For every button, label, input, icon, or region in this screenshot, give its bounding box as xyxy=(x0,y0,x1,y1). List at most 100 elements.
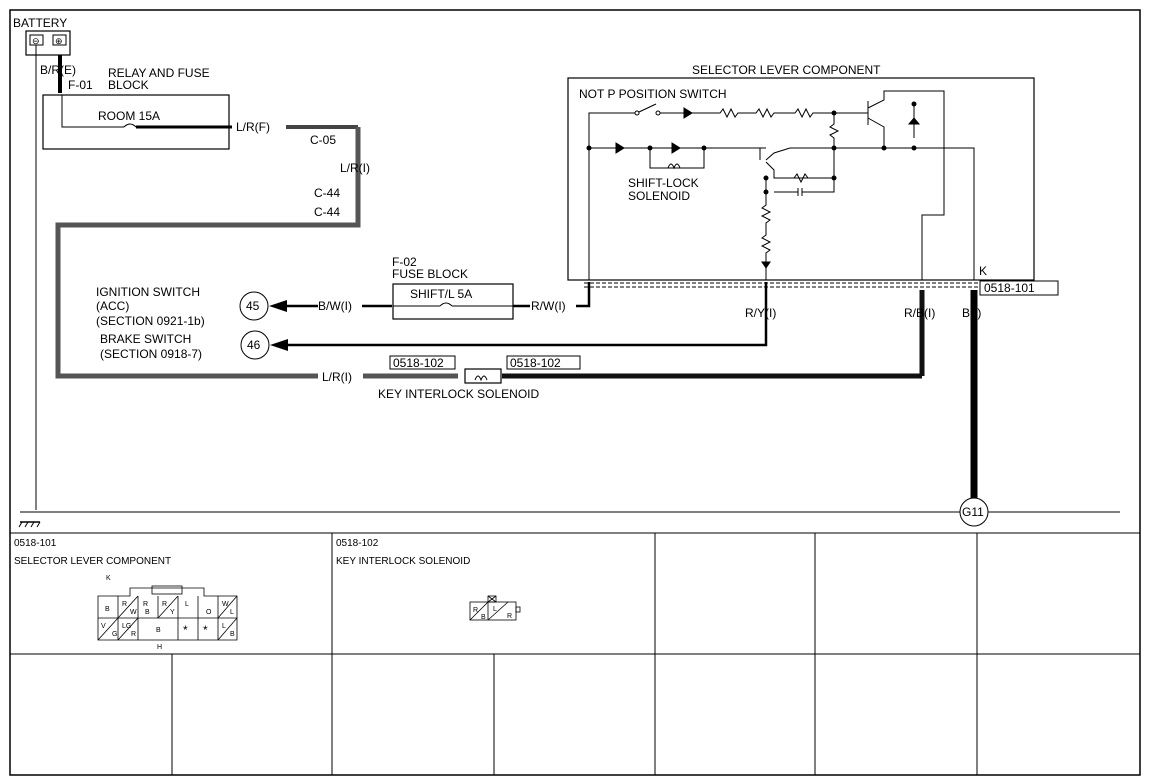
ignition-line2: (ACC) xyxy=(96,299,129,313)
brake-line1: BRAKE SWITCH xyxy=(100,332,191,346)
key-interlock-wire-label: L/R(I) xyxy=(322,370,352,384)
selector-connector-box xyxy=(979,280,1059,296)
battery: BATTERY ⊖ ⊕ B/R(E) xyxy=(13,16,76,510)
chassis-ground-hatch xyxy=(18,521,41,528)
cell2-pin-2: B xyxy=(481,614,486,621)
cell1-connector-shape xyxy=(97,585,238,641)
relay-fuse-label: ROOM 15A xyxy=(98,109,160,123)
cell1-pin-7: Y xyxy=(170,609,175,616)
connector-c44-b: C-44 xyxy=(314,205,340,219)
relay-block-title-1: RELAY AND FUSE xyxy=(108,66,210,80)
brake-switch: BRAKE SWITCH (SECTION 0918-7) 46 xyxy=(100,282,768,361)
brake-ry-wire xyxy=(288,282,768,347)
battery-neg-icon: ⊖ xyxy=(32,36,40,46)
cell1-pin-9: O xyxy=(206,609,212,616)
wire-rb-label: R/B(I) xyxy=(904,306,935,320)
solenoid-coil-icon xyxy=(474,375,488,382)
shift-lock-label-1: SHIFT-LOCK xyxy=(628,176,699,190)
cell1-pin-11: L xyxy=(230,609,234,616)
key-interlock-conn-right-label: 0518-102 xyxy=(510,356,561,370)
battery-pos-icon: ⊕ xyxy=(55,36,63,46)
relay-internal-wire xyxy=(61,95,124,128)
key-interlock-solenoid: 0518-102 0518-102 KEY INTERLOCK SOLENOID xyxy=(378,355,922,401)
battery-box xyxy=(25,30,71,56)
selector-internal-circuit xyxy=(588,90,975,280)
cell1-h: H xyxy=(157,644,162,651)
brake-ref: 46 xyxy=(247,338,261,352)
cell1-pin-13: G xyxy=(112,631,117,638)
selector-box xyxy=(567,77,1035,281)
fuse-block-id: F-02 xyxy=(392,255,417,269)
fuse-block-f02: F-02 FUSE BLOCK SHIFT/L 5A R/W(I) xyxy=(392,255,591,320)
diagram-frame xyxy=(9,9,1141,776)
cell2-pin-4: R xyxy=(507,613,512,620)
relay-block-title-2: BLOCK xyxy=(108,78,149,92)
fuse-wire-out-label: R/W(I) xyxy=(531,299,566,313)
wire-b-label: B(I) xyxy=(962,306,981,320)
connector-cell-0518-102: 0518-102 KEY INTERLOCK SOLENOID R B L R xyxy=(336,538,521,621)
key-interlock-conn-left xyxy=(389,355,456,370)
cell1-name: SELECTOR LEVER COMPONENT xyxy=(14,556,171,567)
cell1-k: K xyxy=(106,575,111,582)
cell2-connector-shape xyxy=(469,595,521,621)
relay-fuse-icon xyxy=(123,123,137,128)
cell1-pin-17: * xyxy=(183,623,188,637)
cell1-pins: B R W R B R Y L O W L V G LG R B * * L B xyxy=(101,601,235,638)
cell1-pin-4: R xyxy=(143,601,148,608)
cell1-pin-16: B xyxy=(156,627,161,634)
battery-label: BATTERY xyxy=(13,16,67,30)
not-p-switch-label: NOT P POSITION SWITCH xyxy=(579,87,727,101)
cell1-pin-10: W xyxy=(222,601,229,608)
fuse-block-fuse: SHIFT/L 5A xyxy=(410,287,472,301)
ignition-ref: 45 xyxy=(246,299,260,313)
battery-pos-terminal xyxy=(52,34,67,46)
brake-ref-circle xyxy=(240,330,270,360)
connector-c05: C-05 xyxy=(310,133,336,147)
battery-wire-label: B/R(E) xyxy=(40,63,76,77)
cell1-pin-1: B xyxy=(105,606,110,613)
fuse-block-box xyxy=(392,283,514,320)
cell1-pin-6: R xyxy=(162,601,167,608)
cell1-id: 0518-101 xyxy=(14,538,57,549)
selector-output-wires: R/Y(I) R/B(I) B(I) xyxy=(745,290,981,500)
ground: G11 xyxy=(18,497,1120,528)
ignition-wire-label: B/W(I) xyxy=(318,299,352,313)
relay-block-id: F-01 xyxy=(68,78,93,92)
relay-fuse-block: F-01 RELAY AND FUSE BLOCK ROOM 15A L/R(F… xyxy=(42,66,358,150)
relay-wire-out-label: L/R(F) xyxy=(236,120,270,134)
connector-cell-0518-101: 0518-101 SELECTOR LEVER COMPONENT K H B … xyxy=(14,538,238,651)
cell2-pin-1: R xyxy=(473,607,478,614)
cell1-pin-20: B xyxy=(230,631,235,638)
cell1-pin-8: L xyxy=(185,601,189,608)
cell1-pin-2: R xyxy=(122,601,127,608)
fuse-icon xyxy=(439,302,453,307)
ground-ref: G11 xyxy=(962,505,984,519)
cell2-id: 0518-102 xyxy=(336,538,379,549)
brake-arrow-icon xyxy=(270,339,288,351)
fuse-block-title: FUSE BLOCK xyxy=(392,267,468,281)
cell1-pin-19: L xyxy=(222,623,226,630)
shift-lock-label-2: SOLENOID xyxy=(628,189,690,203)
ignition-line1: IGNITION SWITCH xyxy=(96,285,200,299)
cell2-pin-3: L xyxy=(493,606,497,613)
wire-ry-label: R/Y(I) xyxy=(745,306,776,320)
cell1-pin-14: LG xyxy=(122,623,131,630)
connector-c44-a: C-44 xyxy=(314,186,340,200)
key-interlock-label: KEY INTERLOCK SOLENOID xyxy=(378,387,539,401)
brake-line2: (SECTION 0918-7) xyxy=(100,347,202,361)
selector-junction-dots xyxy=(586,101,917,195)
rw-wire-b xyxy=(576,282,591,308)
key-interlock-conn-left-label: 0518-102 xyxy=(393,356,444,370)
cell1-pin-18: * xyxy=(203,623,208,637)
wire-lr-i-label: L/R(I) xyxy=(340,161,370,175)
cell1-pin-5: B xyxy=(145,609,150,616)
key-interlock-conn-right xyxy=(506,355,581,370)
selector-lever-component: SELECTOR LEVER COMPONENT NOT P POSITION … xyxy=(567,63,1059,296)
relay-block-box xyxy=(42,94,230,150)
selector-title: SELECTOR LEVER COMPONENT xyxy=(692,63,881,77)
cell1-pin-12: V xyxy=(101,623,106,630)
cell1-pin-15: R xyxy=(131,631,136,638)
ignition-line3: (SECTION 0921-1b) xyxy=(96,314,205,328)
ignition-arrow-icon xyxy=(269,300,287,312)
